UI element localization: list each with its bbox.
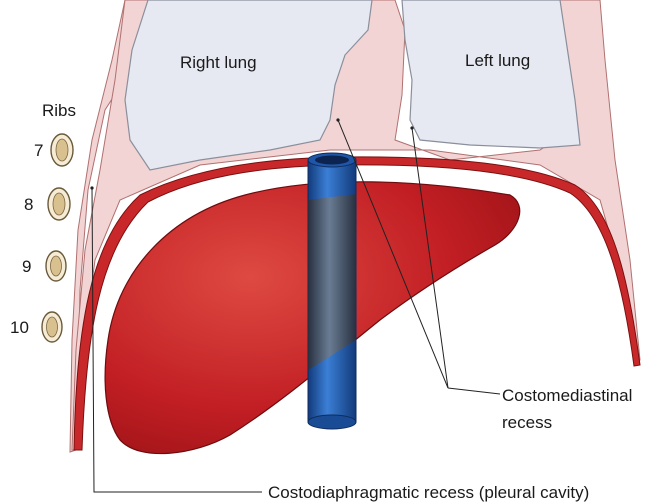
costomediastinal-label-line2: recess (502, 413, 552, 432)
costomediastinal-leader-tail (448, 388, 500, 394)
rib-number-8: 8 (24, 195, 33, 214)
rib-7 (51, 134, 73, 166)
rib-number-7: 7 (34, 141, 43, 160)
leader-dot-right (336, 118, 339, 121)
leader-dot-recess (90, 186, 93, 189)
vena-cava-bottom (308, 415, 356, 429)
right-lung-label: Right lung (180, 53, 257, 72)
ribs-label: Ribs (42, 101, 76, 120)
vena-cava-lumen (315, 156, 349, 165)
leader-dot-left (410, 126, 413, 129)
rib-8 (48, 188, 70, 220)
left-lung-label: Left lung (465, 51, 530, 70)
costomediastinal-label-line1: Costomediastinal (502, 386, 632, 405)
costodiaphragmatic-label: Costodiaphragmatic recess (pleural cavit… (268, 483, 589, 502)
left-lung (402, 0, 580, 148)
rib-10 (42, 312, 62, 342)
rib-number-9: 9 (22, 257, 31, 276)
rib-number-10: 10 (10, 318, 29, 337)
rib-9 (46, 251, 66, 281)
vena-cava-through-liver (308, 194, 356, 370)
